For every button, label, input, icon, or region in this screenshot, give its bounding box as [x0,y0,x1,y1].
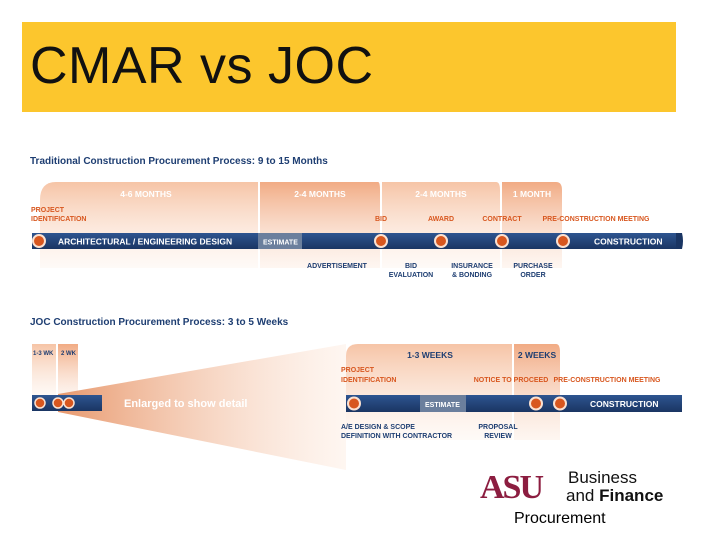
trad-bar-estimate-label: ESTIMATE [263,240,298,247]
joc-overview-dot [63,397,75,409]
trad-below-advertisement: ADVERTISEMENT [307,263,368,270]
trad-bar-construction-label: CONSTRUCTION [594,237,662,247]
trad-duration-2: 2-4 MONTHS [294,189,346,199]
joc-section-title: JOC Construction Procurement Process: 3 … [30,317,289,328]
trad-estimate-segment [258,233,302,249]
traditional-section-title: Traditional Construction Procurement Pro… [30,156,328,167]
trad-milestone-dot [434,234,448,248]
joc-milestone-identification: IDENTIFICATION [341,377,396,384]
joc-duration-1: 1-3 WEEKS [407,350,453,360]
trad-below-evaluation: EVALUATION [389,272,433,279]
joc-below-review: REVIEW [484,433,512,440]
trad-below-purchase: PURCHASE [513,263,553,270]
joc-milestone-dot [529,396,543,411]
logo-and-finance-text: and Finance [566,486,663,506]
joc-overview-dot [52,397,64,409]
enlarged-label: Enlarged to show detail [124,398,247,410]
trad-below-order: ORDER [520,272,545,279]
joc-timeline: 1-3 WK 2 WK 1-3 WEEKS 2 WEEKS PROJECT ID… [32,344,682,470]
trad-below-insurance: INSURANCE [451,263,493,270]
trad-below-bid: BID [405,263,417,270]
trad-milestone-dot [495,234,509,248]
joc-milestone-dot [553,396,567,411]
trad-milestone-project: PROJECT [31,207,65,214]
trad-duration-3: 2-4 MONTHS [415,189,467,199]
joc-below-ae-design: A/E DESIGN & SCOPE [341,424,415,431]
joc-below-proposal: PROPOSAL [478,424,518,431]
joc-milestone-dot [347,396,361,411]
trad-duration-1: 4-6 MONTHS [120,189,172,199]
joc-milestone-project: PROJECT [341,367,375,374]
trad-milestone-bid: BID [375,216,387,223]
trad-below-bonding: & BONDING [452,272,493,279]
logo-business-text: Business [568,468,637,487]
procurement-caption: Procurement [514,510,606,527]
asu-business-finance-logo: ASU Business and Finance Procurement [480,468,700,534]
logo-finance-text: Finance [599,486,664,505]
page-title: CMAR vs JOC [30,37,374,95]
trad-milestone-preconstruction: PRE-CONSTRUCTION MEETING [543,216,651,223]
trad-milestone-dot [556,234,570,248]
joc-bar-construction-label: CONSTRUCTION [590,399,658,409]
trad-main-bar [32,233,682,249]
joc-milestone-preconstruction: PRE-CONSTRUCTION MEETING [554,377,662,384]
trad-milestone-dot [32,234,46,248]
joc-small-band-2 [58,344,78,398]
joc-duration-small-2: 2 WK [61,351,77,357]
enlargement-cone [58,344,346,470]
trad-bar-design-label: ARCHITECTURAL / ENGINEERING DESIGN [58,237,232,247]
asu-logo-mark: ASU [480,469,544,506]
logo-and-text: and [566,486,595,505]
joc-small-band-1 [32,344,56,398]
joc-milestone-ntp: NOTICE TO PROCEED [474,377,549,384]
trad-milestone-dot [374,234,388,248]
joc-duration-small-1: 1-3 WK [33,351,54,357]
joc-phase-band-1 [346,344,512,440]
joc-phase-band-2 [514,344,560,440]
joc-duration-2: 2 WEEKS [518,350,557,360]
joc-below-definition: DEFINITION WITH CONTRACTOR [341,433,452,440]
trad-milestone-contract: CONTRACT [482,216,522,223]
trad-milestone-award: AWARD [428,216,454,223]
joc-overview-dot [34,397,46,409]
joc-estimate-segment [420,395,466,412]
traditional-timeline: 4-6 MONTHS 2-4 MONTHS 2-4 MONTHS 1 MONTH… [31,182,683,279]
trad-duration-4: 1 MONTH [513,189,551,199]
trad-milestone-identification: IDENTIFICATION [31,216,86,223]
title-band: CMAR vs JOC [22,22,676,112]
joc-bar-estimate-label: ESTIMATE [425,402,460,409]
